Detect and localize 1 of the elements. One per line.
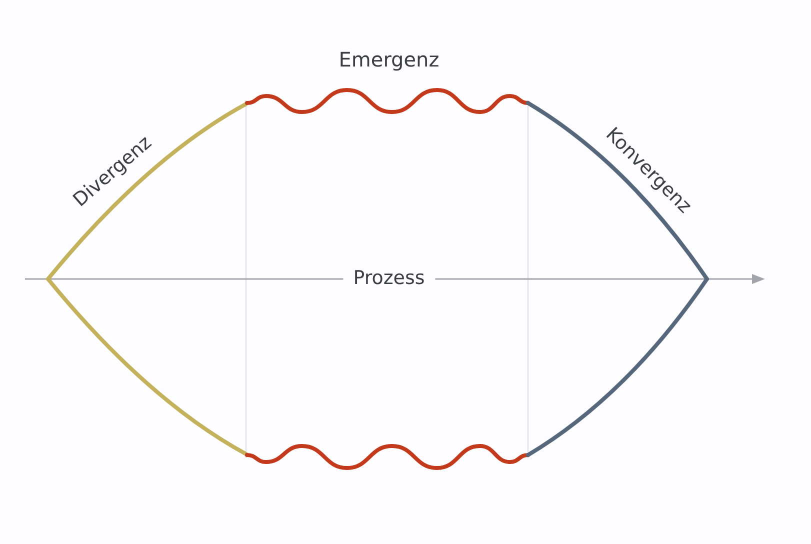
phase-label: Emergenz [338,48,440,72]
